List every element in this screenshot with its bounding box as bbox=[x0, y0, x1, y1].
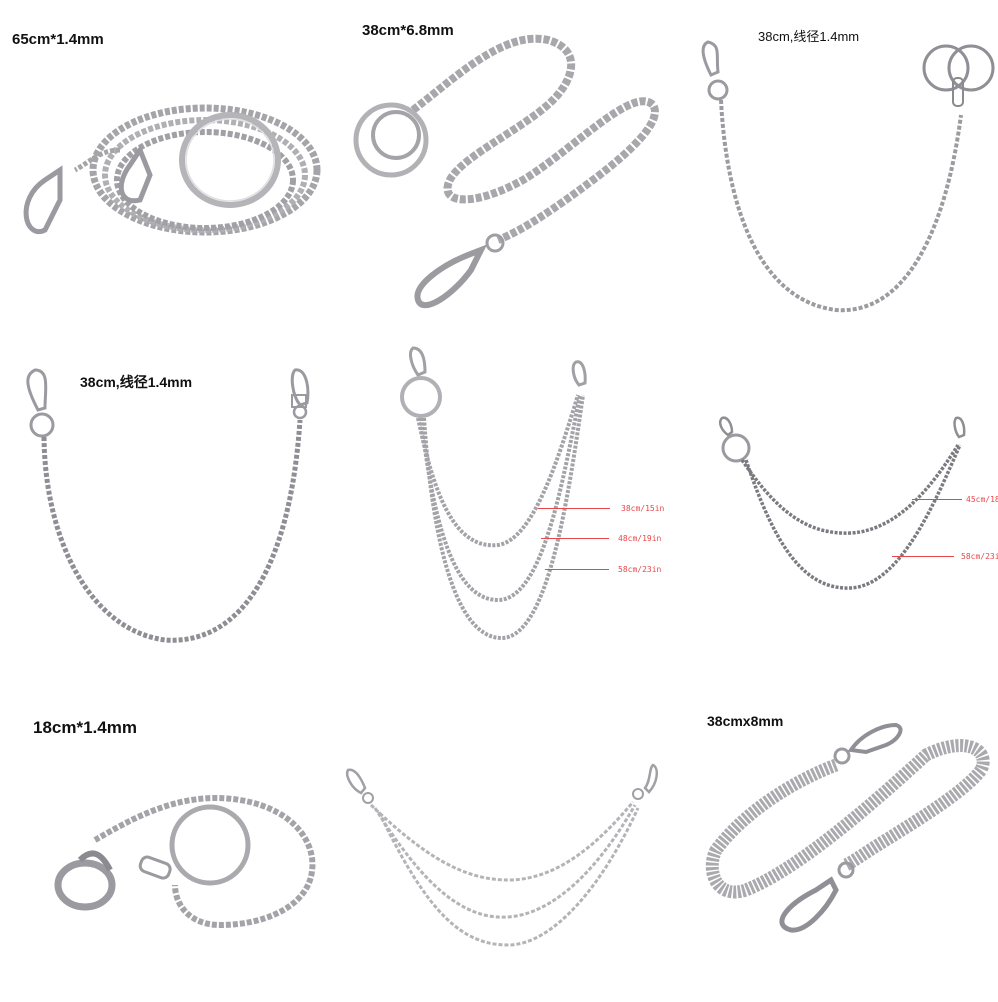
chain-image-6 bbox=[719, 416, 966, 590]
measure-line-3 bbox=[545, 569, 609, 570]
chain-image-2 bbox=[353, 34, 659, 309]
measure-line-2 bbox=[892, 556, 954, 557]
tile-single-chain-clasps: 38cm,线径1.4mm bbox=[0, 340, 333, 670]
measure-label-2: 58cm/23in bbox=[961, 552, 998, 561]
tile-triple-chain bbox=[333, 680, 666, 1002]
tile-single-chain-keyrings: 38cm,线径1.4mm bbox=[666, 0, 998, 330]
caption-tile-7: 18cm*1.4mm bbox=[33, 718, 137, 737]
chain-image-8 bbox=[346, 763, 658, 947]
caption-tile-4: 38cm,线径1.4mm bbox=[80, 374, 193, 390]
caption-tile-3: 38cm,线径1.4mm bbox=[758, 29, 860, 44]
measure-line-1 bbox=[538, 508, 610, 509]
tile-coiled-chain: 65cm*1.4mm bbox=[0, 0, 333, 300]
chain-image-1 bbox=[23, 104, 321, 236]
caption-tile-2: 38cm*6.8mm bbox=[362, 22, 454, 39]
chain-image-9 bbox=[705, 722, 990, 933]
tile-curb-chain-keyring: 38cm*6.8mm bbox=[333, 0, 666, 330]
measure-label-2: 48cm/19in bbox=[618, 534, 662, 543]
measure-label-1: 45cm/18i bbox=[966, 495, 998, 504]
chain-image-3 bbox=[701, 40, 995, 313]
tile-short-chain-keyring: 18cm*1.4mm bbox=[0, 680, 333, 1002]
chain-image-7 bbox=[54, 795, 316, 929]
measure-line-1 bbox=[912, 499, 962, 500]
caption-tile-9: 38cmx8mm bbox=[707, 713, 784, 729]
measure-label-3: 58cm/23in bbox=[618, 565, 662, 574]
measure-line-2 bbox=[541, 538, 609, 539]
tile-triple-chain-measured: 38cm/15in 48cm/19in 58cm/23in bbox=[333, 340, 666, 670]
measure-label-1: 38cm/15in bbox=[621, 504, 665, 513]
caption-tile-1: 65cm*1.4mm bbox=[12, 31, 104, 48]
tile-heavy-curb-chain: 38cmx8mm bbox=[666, 680, 998, 1002]
chain-image-4 bbox=[26, 368, 310, 643]
tile-double-chain-measured: 45cm/18i 58cm/23in bbox=[666, 340, 998, 670]
chain-image-5 bbox=[400, 346, 587, 641]
